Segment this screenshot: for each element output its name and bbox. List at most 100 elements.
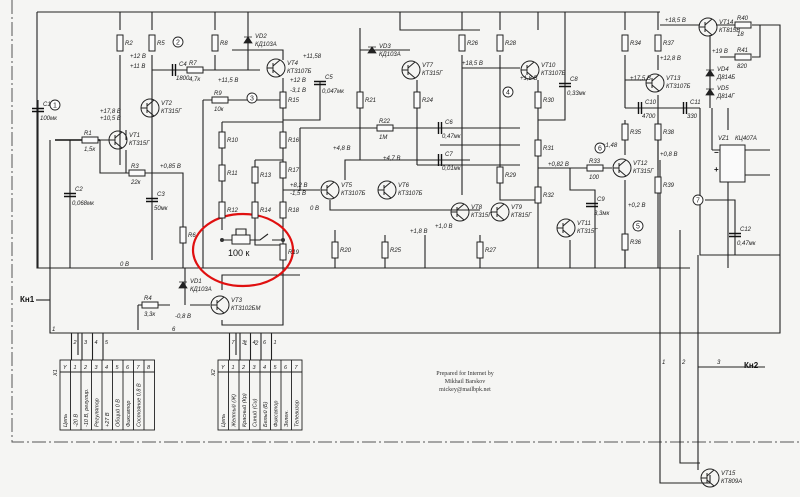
resistor-ref: R2 — [125, 41, 133, 47]
test-point-7: 7 — [692, 194, 704, 206]
transistor-ref: VT8 — [471, 205, 483, 211]
resistor-r4: R43,3к — [141, 296, 159, 318]
resistor-symbol — [621, 34, 629, 52]
test-point-circle — [172, 36, 184, 48]
resistor-symbol — [211, 34, 219, 52]
resistor-r1: R1 1,5к — [81, 131, 99, 153]
resistor-r17: R17 — [279, 161, 300, 179]
resistor-r31: R31 — [534, 139, 554, 157]
resistor-symbol — [356, 91, 364, 109]
resistor-ref: R14 — [260, 208, 272, 214]
connector-pin-header: 1 — [232, 365, 235, 371]
resistor-ref: R35 — [630, 130, 642, 136]
transistor-type: КТ815В — [719, 28, 740, 34]
resistor-value: 1,5к — [84, 147, 96, 153]
transistor-type: КТ3107Б — [287, 69, 312, 75]
connector-pin-label: Белый (Б) — [262, 401, 269, 427]
transistor-type: КТ809А — [721, 479, 742, 485]
resistor-ref: R18 — [288, 208, 300, 214]
transistor-type: КТ3107Б — [398, 191, 423, 197]
transistor-ref: VT11 — [577, 221, 591, 227]
resistor-symbol — [279, 91, 287, 109]
connector-pin-label: Регулятор — [95, 398, 101, 427]
transistor-type: КТ315Г — [129, 141, 150, 147]
resistor-ref: R4 — [144, 296, 152, 302]
resistor-r14: R14 — [251, 201, 272, 219]
diode-type: Д814Г — [716, 94, 735, 100]
credit-line-2: Mikhail Barskov — [445, 379, 486, 385]
resistor-r15: R15 — [279, 91, 300, 109]
components: VT1КТ315ГVT2КТ315ГVT4КТ3107БVT5КТ3107БVT… — [32, 16, 757, 488]
capacitor-c5: C50,047мк — [314, 75, 345, 95]
connector-pin-header: 3 — [95, 365, 99, 371]
resistor-ref: R31 — [543, 146, 554, 152]
diode-type: КД103А — [379, 52, 401, 58]
resistor-symbol — [128, 169, 146, 177]
bus-pin-number: 2 — [681, 360, 686, 366]
transistor-type: КТ315Г — [471, 213, 492, 219]
capacitor-value: 3,3мк — [594, 211, 610, 217]
voltage-label: +18,5 В — [665, 18, 686, 24]
voltage-label: +8,2 В — [290, 183, 308, 189]
resistor-r27: R27 — [476, 241, 497, 259]
test-point-number: 3 — [250, 96, 254, 103]
resistor-symbol — [496, 34, 504, 52]
test-point-2: 2 — [172, 36, 184, 48]
resistor-value: 820 — [737, 64, 748, 70]
resistor-r25: R25 — [381, 241, 402, 259]
resistor-symbol — [654, 176, 662, 194]
transistor-ref: VT13 — [666, 76, 681, 82]
resistor-ref: R1 — [84, 131, 92, 137]
resistor-value: 1М — [379, 135, 387, 141]
voltage-label: +0,2 В — [628, 203, 646, 209]
voltage-label: +17,8 В — [100, 109, 121, 115]
resistor-ref: R10 — [227, 138, 239, 144]
connector-pin-header: 6 — [284, 365, 288, 371]
capacitor-c6: C60,47мк — [437, 120, 462, 140]
resistor-ref: R28 — [505, 41, 517, 47]
resistor-ref: R9 — [214, 91, 222, 97]
voltage-label: +1,8 В — [410, 229, 428, 235]
bus-pin-number: 6 — [172, 327, 176, 333]
voltage-label: +12 В — [290, 78, 306, 84]
connector-pin-label: Фиксатор — [126, 401, 132, 427]
resistor-r34: R34 — [621, 34, 642, 52]
resistor-symbol — [218, 131, 226, 149]
bus-pin-number: 3 — [717, 360, 721, 366]
diode-ref: VD2 — [255, 34, 267, 40]
capacitor-symbol — [32, 107, 44, 113]
resistor-ref: R27 — [485, 248, 497, 254]
voltage-label: +17,5 В — [630, 76, 651, 82]
resistor-symbol — [148, 34, 156, 52]
resistor-r20: R20 — [331, 241, 352, 259]
connector-wire-number: 5 — [105, 340, 109, 346]
resistor-ref: R17 — [288, 168, 300, 174]
connector-pin-label: Зелен. — [284, 410, 290, 427]
resistor-symbol — [621, 233, 629, 251]
test-point-circle — [594, 142, 606, 154]
test-point-number: 4 — [506, 90, 510, 97]
resistor-symbol — [534, 91, 542, 109]
resistor-ref: R41 — [737, 48, 748, 54]
resistor-symbol — [496, 166, 504, 184]
annotation-value: 100 к — [228, 248, 250, 258]
test-point-circle — [49, 99, 61, 111]
resistor-symbol — [251, 201, 259, 219]
resistor-ref: R19 — [288, 250, 300, 256]
test-point-6: 6 — [594, 142, 606, 154]
transistor-ref: VT5 — [341, 183, 353, 189]
connector-pin-label: -20 В — [74, 414, 80, 427]
test-point-number: 2 — [176, 40, 180, 47]
voltage-label: +19 В — [712, 49, 728, 55]
diode-symbol — [243, 36, 253, 44]
connector-wire-number: 4 — [253, 340, 256, 346]
resistor-ref: R24 — [422, 98, 434, 104]
